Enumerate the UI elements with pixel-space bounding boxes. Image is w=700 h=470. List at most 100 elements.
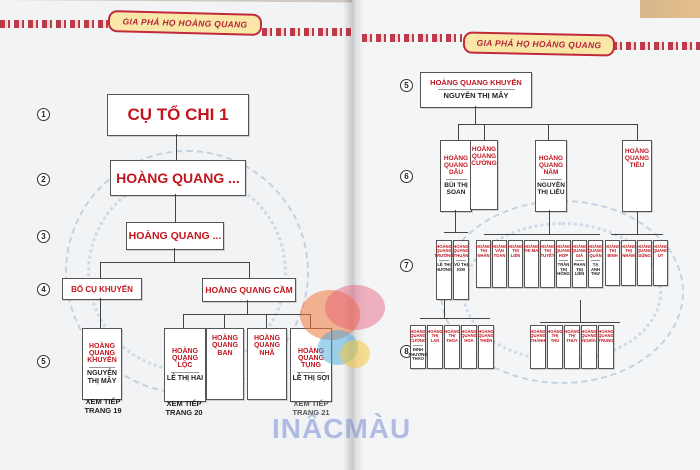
continue-note: XEM TIẾP TRANG 20 (165, 399, 203, 417)
person-name: HOÀNG QUANG TRUNG (598, 329, 614, 343)
table-edge (640, 0, 700, 18)
border-ornament (0, 20, 110, 28)
tree-line (100, 262, 101, 278)
person-name: HOÀNG THỊ LIÊN (507, 244, 524, 258)
divider (297, 371, 325, 373)
person-dau: HOÀNG QUANG DẬU BÙI THỊ SOAN (440, 140, 472, 212)
generation-marker: 8 (400, 345, 413, 358)
logo-shape (340, 340, 370, 368)
book-spine (343, 0, 365, 470)
person-name: HOÀNG THỊ THỦY (564, 329, 580, 343)
person-name: HOÀNG THỊ THU (547, 329, 563, 343)
tree-line (580, 300, 581, 322)
generation-marker: 5 (400, 79, 413, 92)
spouse-name: LÊ THỊ HAI (166, 374, 204, 382)
tree-line (475, 106, 476, 124)
divider (590, 260, 601, 262)
person-name: HOÀNG QUANG QUÂN (587, 244, 604, 258)
gen4-b-label: HOÀNG QUANG CẦM (205, 285, 293, 295)
tree-line (420, 318, 490, 319)
divider (445, 178, 467, 180)
spouse-name: NGUYỄN THỊ MÂY (443, 91, 509, 101)
person-box: HOÀNG THỊ BÌNH (605, 240, 620, 286)
person-cuong: HOÀNG QUANG CƯỜNG (470, 140, 498, 210)
person-box: HOÀNG THỊ THỦY (564, 325, 580, 369)
divider (558, 260, 569, 262)
person-name: HOÀNG QUANG GIÁ (571, 244, 588, 258)
person-name: HOÀNG THỊ LAN (427, 329, 443, 343)
person-name: HOÀNG QUANG LỘC (171, 347, 199, 370)
tree-line (637, 212, 638, 234)
person-name: HOÀNG QUANG HOA (461, 329, 477, 343)
gen3-box: HOÀNG QUANG ... (126, 222, 224, 250)
person-name: HOÀNG QUANG BAN (211, 335, 239, 357)
person-name: HOÀNG QUANG NGHĨA (581, 329, 597, 343)
person-box: HOÀNG THỊ LIÊN (508, 240, 523, 288)
gen4-a-label: BỐ CỤ KHUYẾN (71, 284, 133, 294)
tree-line (183, 314, 311, 315)
spouse-name: TRẦN THỊ HỒNG (557, 262, 570, 277)
person-name: HOÀNG QUANG THIỆN (478, 329, 494, 343)
tree-line (183, 314, 184, 328)
border-ornament (612, 42, 700, 50)
tree-line (175, 194, 176, 222)
person-box: HOÀNG THỊ NHÀN (476, 240, 491, 288)
page-header-left: GIA PHẢ HỌ HOÀNG QUANG (107, 9, 263, 37)
tree-line (637, 124, 638, 140)
person-box: HOÀNG VĂN TOÀN (492, 240, 507, 288)
person-name: HOÀNG THỊ TUYẾT (539, 244, 556, 258)
tree-line (549, 210, 550, 234)
generation-marker: 4 (37, 283, 50, 296)
divider (540, 178, 562, 180)
border-ornament (262, 28, 352, 36)
continue-note: XEM TIẾP TRANG 21 (292, 399, 330, 417)
tree-line (458, 124, 459, 140)
tree-line (249, 262, 250, 278)
person-name: HOÀNG QUANG CƯỜNG (471, 146, 497, 167)
person-box: HOÀNG QUANG THÀNH (530, 325, 546, 369)
person-name: HOÀNG QUANG TRƯỜNG (434, 244, 454, 258)
continue-note: XEM TIẾP TRANG 19 (84, 397, 122, 415)
person-name: HOÀNG QUANG NĂM (538, 155, 564, 176)
spouse-name: NGUYỄN THỊ LIỄU (537, 181, 565, 196)
tree-line (611, 234, 663, 235)
person-loc: HOÀNG QUANG LỘC LÊ THỊ HAI (164, 328, 206, 402)
person-name: HOÀNG THỊ MAI (523, 244, 540, 254)
gen3-label: HOÀNG QUANG ... (128, 230, 222, 242)
person-ban: HOÀNG QUANG BAN (206, 328, 244, 400)
person-box: HOÀNG THỊ NHÂM (621, 240, 636, 286)
divider (574, 260, 585, 262)
border-ornament (362, 34, 462, 42)
gen4-box-b: HOÀNG QUANG CẦM (202, 278, 296, 302)
watermark-text: INẤCMÀU (272, 413, 412, 444)
person-name: HOÀNG QUANG TIỀU (624, 148, 650, 169)
divider (413, 345, 423, 347)
tree-line (176, 134, 177, 160)
spouse-name: LÊ THỊ SỢI (292, 374, 330, 382)
person-box: HOÀNG THỊ THU (547, 325, 563, 369)
logo-shape (325, 285, 385, 330)
generation-marker: 2 (37, 173, 50, 186)
tree-line (247, 300, 248, 314)
divider (439, 260, 449, 262)
spouse-name: VŨ THỊ KIM (454, 262, 468, 272)
divider (88, 366, 116, 368)
generation-marker: 5 (37, 355, 50, 368)
person-name: HOÀNG VĂN TOÀN (491, 244, 508, 258)
tree-line (484, 234, 600, 235)
ancestor-box: CỤ TỔ CHI 1 (107, 94, 249, 136)
person-name: HOÀNG QUANG KHUYẾN (87, 342, 117, 365)
generation-marker: 7 (400, 259, 413, 272)
person-box: HOÀNG QUANG NGHĨA (581, 325, 597, 369)
generation-marker: 1 (37, 108, 50, 121)
person-name: HOÀNG QUANG ÚT (652, 244, 669, 258)
tree-line (540, 322, 620, 323)
person-name: HOÀNG THỊ BÌNH (604, 244, 621, 258)
tree-line (444, 232, 468, 233)
person-box: HOÀNG THỊ THOA (444, 325, 460, 369)
person-tieu: HOÀNG QUANG TIỀU (622, 140, 652, 212)
